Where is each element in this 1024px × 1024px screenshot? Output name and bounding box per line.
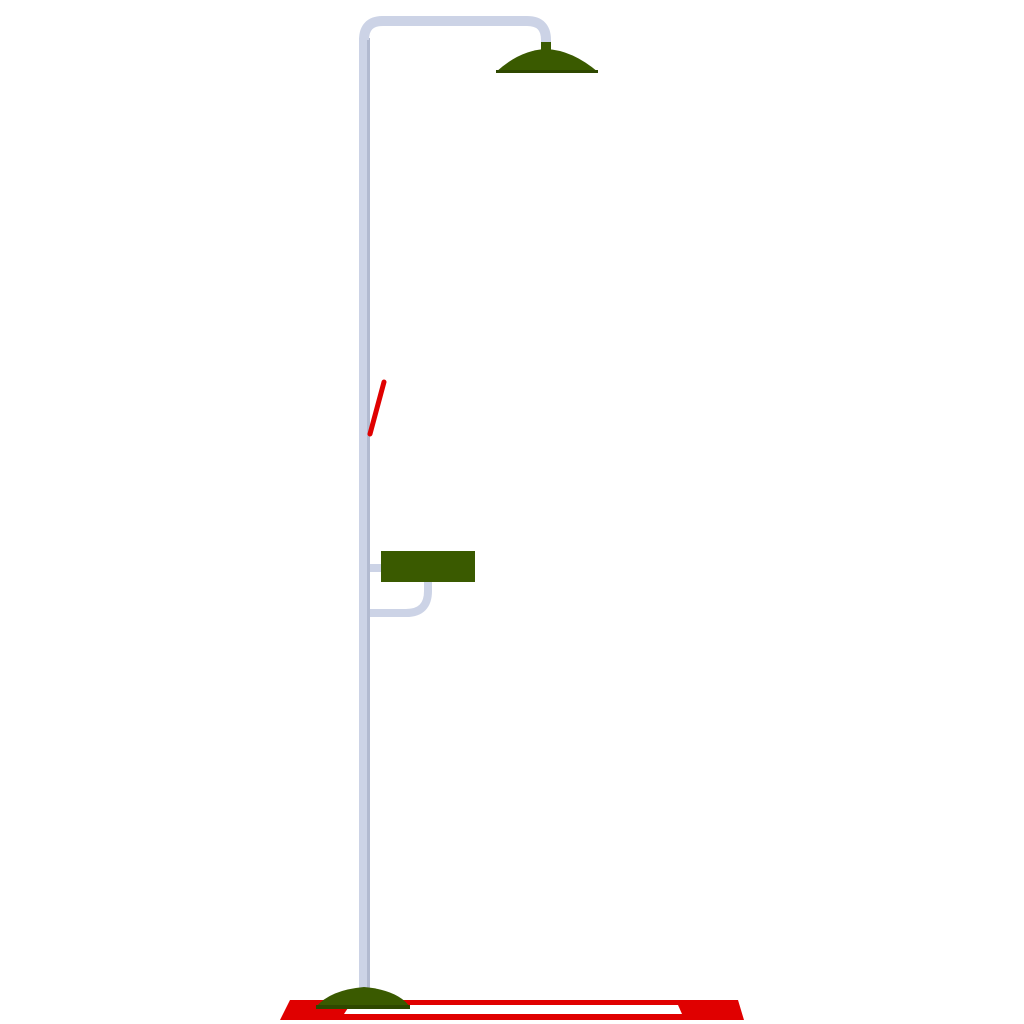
shower-head-dome — [496, 49, 598, 72]
base-flange-rim — [316, 1005, 410, 1009]
eyewash-bowl-body[interactable] — [381, 551, 475, 582]
shower-head-neck — [541, 42, 551, 50]
base-flange-icon — [316, 987, 410, 1009]
main-pipe-shade — [367, 38, 370, 996]
base-flange-dome — [316, 987, 410, 1007]
shower-head-icon — [496, 42, 598, 73]
eyewash-connector — [370, 564, 382, 572]
eyewash-bowl-icon[interactable] — [381, 551, 475, 582]
floor-mat-inner — [344, 1005, 682, 1014]
pull-handle-icon[interactable] — [367, 379, 387, 437]
shower-arm-pipe — [359, 16, 551, 46]
eyewash-supply-pipe — [370, 582, 432, 617]
main-pipe-body — [359, 38, 370, 996]
main-pipe — [359, 38, 370, 996]
shower-head-rim — [496, 70, 598, 73]
